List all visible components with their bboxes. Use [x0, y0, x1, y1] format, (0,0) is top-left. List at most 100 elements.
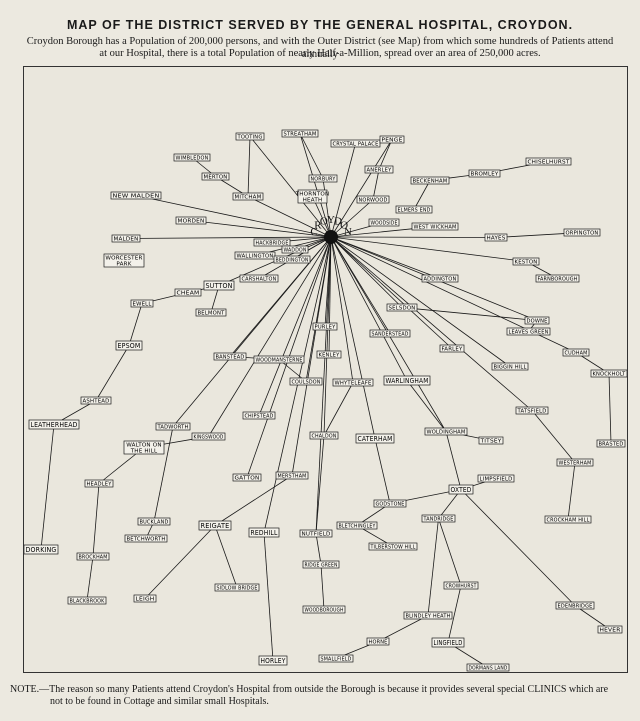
place-box-godstone: [373, 499, 407, 508]
link-caterham-godstone: [375, 442, 390, 501]
place-newmalden: NEW MALDEN: [110, 191, 162, 200]
link-tooting-mitcham: [247, 139, 251, 194]
place-box-banstead: [213, 352, 247, 361]
place-dormans: DORMANS LAND: [466, 663, 510, 672]
place-buckland: BUCKLAND: [137, 517, 171, 526]
place-label-betchworth: BETCHWORTH: [127, 537, 166, 543]
place-box-ridge: [302, 560, 340, 569]
place-label-cheam: CHEAM: [177, 291, 200, 297]
place-farley: FARLEY: [439, 344, 465, 353]
place-smallfield: SMALLFIELD: [318, 654, 354, 663]
place-box-mitcham: [232, 192, 264, 201]
link-lingfield-dormans: [454, 646, 483, 665]
place-box-penge: [379, 135, 405, 144]
place-morden: MORDEN: [175, 216, 207, 225]
place-label-crystal: CRYSTAL PALACE: [333, 142, 379, 148]
place-label-tatsfield: TATSFIELD: [517, 409, 547, 415]
place-label-buckland: BUCKLAND: [140, 520, 169, 526]
place-box-bromley: [468, 169, 501, 178]
link-oxted-limpsfield: [472, 481, 485, 487]
link-selsdon-downe: [416, 308, 526, 320]
place-label-maldenl: MALDEN: [114, 237, 139, 243]
place-label-streatham: STREATHAM: [284, 132, 317, 138]
place-label-elmers: ELMERS END: [398, 208, 431, 214]
place-box-tadworth: [155, 422, 191, 431]
place-box-hever: [597, 625, 623, 634]
link-reigate-leigh: [148, 529, 211, 596]
place-label-selsdon: SELSDON: [389, 306, 416, 312]
place-label-newmalden: NEW MALDEN: [113, 194, 160, 200]
place-box-morden: [175, 216, 207, 225]
place-elmers: ELMERS END: [395, 205, 433, 214]
footnote: NOTE.—The reason so many Patients attend…: [10, 684, 632, 708]
place-label-limpsfield: LIMPSFIELD: [480, 477, 513, 483]
place-box-titsey: [478, 436, 504, 445]
link-bindley-horne: [384, 618, 422, 639]
place-woldingham: WOLDINGHAM: [424, 427, 468, 436]
place-label-smallfield: SMALLFIELD: [321, 657, 352, 663]
place-box-westerham: [556, 458, 594, 467]
link-godstone-bletchingley: [362, 506, 385, 523]
link-crowhurst-lingfield: [448, 588, 461, 639]
link-tandridge-crowhurst: [439, 521, 461, 583]
place-orpington: ORPINGTON: [563, 228, 601, 237]
link-chaldon-nutfield: [315, 438, 325, 531]
spoke-croydon-warlingham: [330, 236, 405, 377]
place-label-edenbridge: EDENBRIDGE: [558, 604, 593, 610]
place-box-reigate: [198, 520, 232, 531]
place-box-orpington: [563, 228, 601, 237]
place-label-horne: HORNE: [369, 640, 388, 646]
place-label-belmont: BELMONT: [198, 311, 225, 317]
place-box-sidlow: [214, 583, 260, 592]
place-box-tilburstow: [368, 542, 418, 551]
place-leaves: LEAVES GREEN: [506, 327, 551, 336]
spoke-croydon-westwickham: [330, 228, 413, 238]
link-ridge-woodborough: [320, 567, 325, 607]
place-box-purley: [312, 322, 338, 331]
link-ewell-epsom: [130, 306, 142, 342]
place-box-sanderstead: [369, 329, 411, 338]
place-label-tilburstow: TILBERSTOW HILL: [370, 545, 416, 551]
place-cudham: CUDHAM: [562, 348, 590, 357]
place-box-chaldon: [309, 431, 339, 440]
place-box-woodborough: [302, 605, 346, 614]
place-bindley: BLINDLEY HEATH: [403, 611, 453, 620]
link-sutton-belmont: [211, 289, 219, 310]
place-box-dormans: [466, 663, 510, 672]
place-box-cheam: [174, 288, 202, 297]
place-box-walton: [123, 440, 165, 455]
place-label-tadworth: TADWORTH: [157, 425, 189, 431]
place-label-sutton: SUTTON: [206, 281, 233, 290]
place-label-blackbrook: BLACKBROOK: [70, 599, 105, 605]
place-label-chislehurst: CHISELHURST: [528, 160, 570, 166]
link-brockham-blackbrook: [87, 559, 93, 598]
place-box-oxted: [448, 484, 474, 495]
place-brasted: BRASTED: [596, 439, 626, 448]
place-merstham: MERSTHAM: [275, 471, 309, 480]
place-label-merstham: MERSTHAM: [278, 474, 307, 480]
place-addington: ADDINGTON: [421, 274, 459, 283]
place-box-lingfield: [431, 637, 465, 648]
place-box-streatham: [281, 129, 319, 138]
place-box-farnborough: [535, 274, 580, 283]
spoke-croydon-farley: [330, 236, 449, 346]
place-label-nutfield: NUTFIELD: [302, 532, 331, 538]
link-edenbridge-hever: [579, 608, 606, 627]
place-box-beddington: [273, 255, 311, 264]
place-label-crockham: CROCKHAM HILL: [547, 518, 591, 524]
spoke-croydon-tooting: [252, 139, 332, 238]
place-whyteleafe: WHYTELEAFE: [332, 378, 374, 387]
place-box-headley: [84, 479, 114, 488]
place-chipstead: CHIPSTEAD: [242, 411, 276, 420]
place-label-woodside: WOODSIDE: [371, 221, 398, 227]
link-cheam-ewell: [152, 295, 176, 302]
place-box-hayes: [484, 233, 508, 242]
place-label-ashtead: ASHTEAD: [83, 399, 110, 405]
place-box-bigginhill: [491, 362, 529, 371]
place-epsom: EPSOM: [115, 340, 143, 351]
place-label-coulsdon: COULSDON: [292, 380, 321, 386]
place-box-brockham: [76, 552, 110, 561]
spoke-croydon-tatsfield: [330, 236, 529, 408]
place-box-limpsfield: [477, 474, 515, 483]
